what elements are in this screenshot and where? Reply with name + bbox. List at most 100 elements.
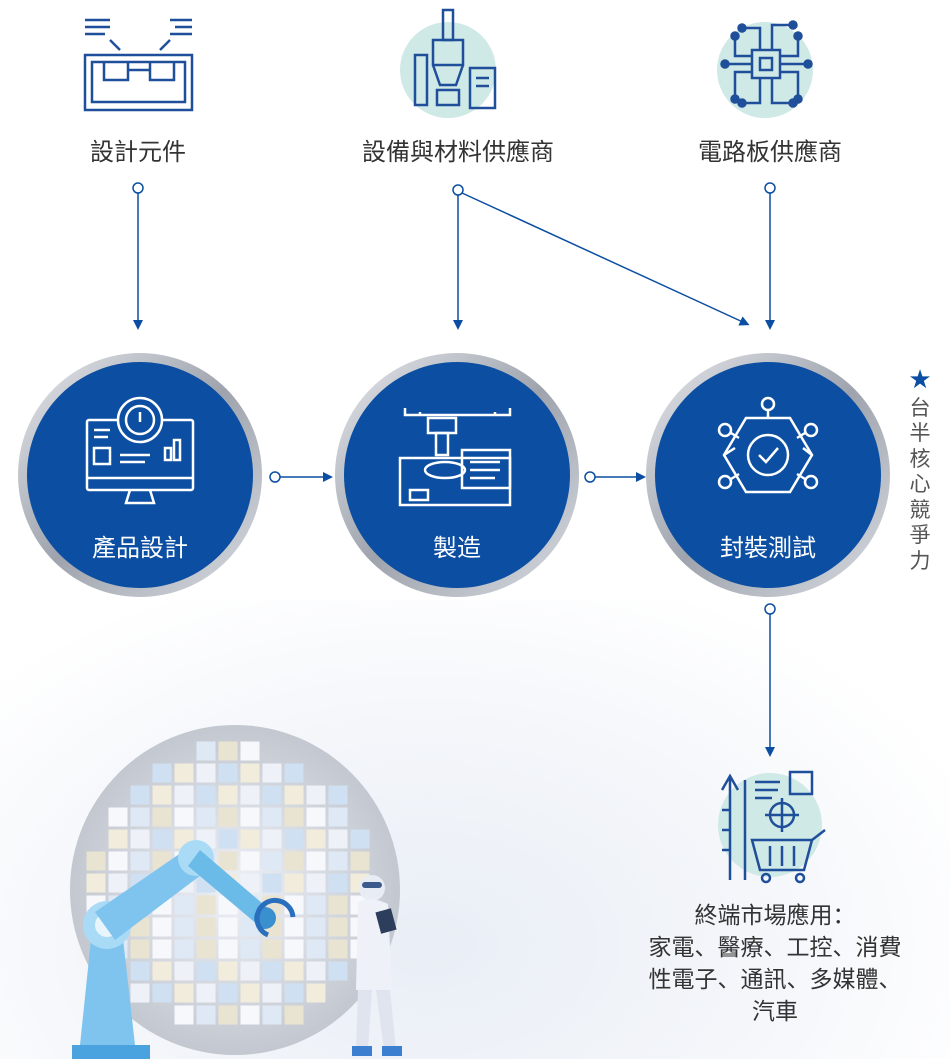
wafer-die [306, 961, 326, 981]
wafer-die [306, 917, 326, 937]
wafer-die [240, 983, 260, 1003]
wafer-die [174, 983, 194, 1003]
wafer-die [152, 829, 172, 849]
wafer-die [240, 763, 260, 783]
wafer-die [284, 873, 304, 893]
side-title-char: 半 [909, 421, 931, 445]
wafer-die [262, 983, 282, 1003]
wafer-die [240, 785, 260, 805]
wafer-die [240, 829, 260, 849]
end-market-line: 家電、醫療、工控、消費 [648, 935, 902, 961]
wafer-die [196, 763, 216, 783]
wafer-die [196, 741, 216, 761]
wafer-die [218, 983, 238, 1003]
circuit-board-icon [717, 20, 813, 118]
wafer-die [284, 961, 304, 981]
wafer-die [306, 785, 326, 805]
wafer-die [306, 895, 326, 915]
wafer-die [328, 961, 348, 981]
side-title-char: 競 [909, 497, 931, 522]
wafer-die [240, 939, 260, 959]
wafer-die [306, 873, 326, 893]
wafer-die [174, 895, 194, 915]
side-title-char: 核 [909, 446, 931, 471]
wafer-die [174, 807, 194, 827]
wafer-die [218, 763, 238, 783]
end-market-line: 終端市場應用： [694, 903, 856, 929]
wafer-die [262, 939, 282, 959]
wafer-die [284, 1005, 304, 1025]
wafer-die [196, 807, 216, 827]
wafer-die [284, 939, 304, 959]
wafer-die [152, 917, 172, 937]
stage-circle-product-design [18, 353, 262, 597]
wafer-die [152, 961, 172, 981]
manufacturing-icon [398, 408, 512, 507]
wafer-die [130, 939, 150, 959]
end-market-line: 汽車 [752, 999, 798, 1025]
wafer-die [218, 785, 238, 805]
technician-figure [352, 875, 402, 1056]
wafer-die [284, 851, 304, 871]
wafer-die [328, 917, 348, 937]
wafer-die [262, 763, 282, 783]
wafer-die [328, 829, 348, 849]
wafer-die [328, 785, 348, 805]
side-title-core-competitiveness: ★ 台 半 核 心 競 爭 力 [900, 365, 940, 574]
wafer-die [218, 961, 238, 981]
wafer-die [174, 785, 194, 805]
equipment-materials-icon [400, 8, 497, 118]
star-icon: ★ [908, 365, 932, 395]
wafer-die [196, 1005, 216, 1025]
wafer-die [350, 851, 370, 871]
packaging-test-icon [717, 396, 819, 494]
wafer-die [240, 851, 260, 871]
wafer-die [130, 785, 150, 805]
side-title-char: 力 [909, 548, 931, 573]
wafer-die [240, 873, 260, 893]
stage-arrows [269, 471, 776, 757]
side-title-char: 台 [909, 395, 931, 420]
stage-label-product-design: 產品設計 [92, 534, 188, 562]
wafer-die [174, 917, 194, 937]
side-title-char: 心 [909, 472, 931, 496]
wafer-die [306, 983, 326, 1003]
wafer-die [218, 1005, 238, 1025]
design-components-icon [83, 18, 194, 112]
end-market-line: 性電子、通訊、多媒體、 [648, 967, 902, 993]
wafer-die [328, 895, 348, 915]
wafer-die [262, 807, 282, 827]
wafer-die [328, 851, 348, 871]
wafer-die [240, 1005, 260, 1025]
wafer-die [306, 807, 326, 827]
wafer-die [196, 961, 216, 981]
wafer-die [218, 939, 238, 959]
wafer-die [328, 873, 348, 893]
wafer-die [196, 895, 216, 915]
wafer-die [218, 807, 238, 827]
wafer-die [262, 1005, 282, 1025]
wafer-die [262, 961, 282, 981]
wafer-die [152, 807, 172, 827]
wafer-die [218, 741, 238, 761]
wafer-die [196, 785, 216, 805]
supplier-arrows [132, 182, 776, 330]
wafer-die [130, 829, 150, 849]
wafer-die [262, 829, 282, 849]
wafer-die [130, 851, 150, 871]
wafer-die [218, 829, 238, 849]
side-title-char: 爭 [909, 523, 931, 547]
stage-label-packaging-test: 封裝測試 [720, 534, 816, 562]
wafer-die [152, 763, 172, 783]
wafer-die [86, 873, 106, 893]
wafer-die [174, 763, 194, 783]
wafer-die [284, 785, 304, 805]
wafer-die [86, 851, 106, 871]
wafer-die [152, 983, 172, 1003]
product-design-icon [85, 396, 195, 505]
wafer-die [350, 829, 370, 849]
wafer-die [328, 807, 348, 827]
wafer-die [108, 807, 128, 827]
wafer-die [108, 851, 128, 871]
